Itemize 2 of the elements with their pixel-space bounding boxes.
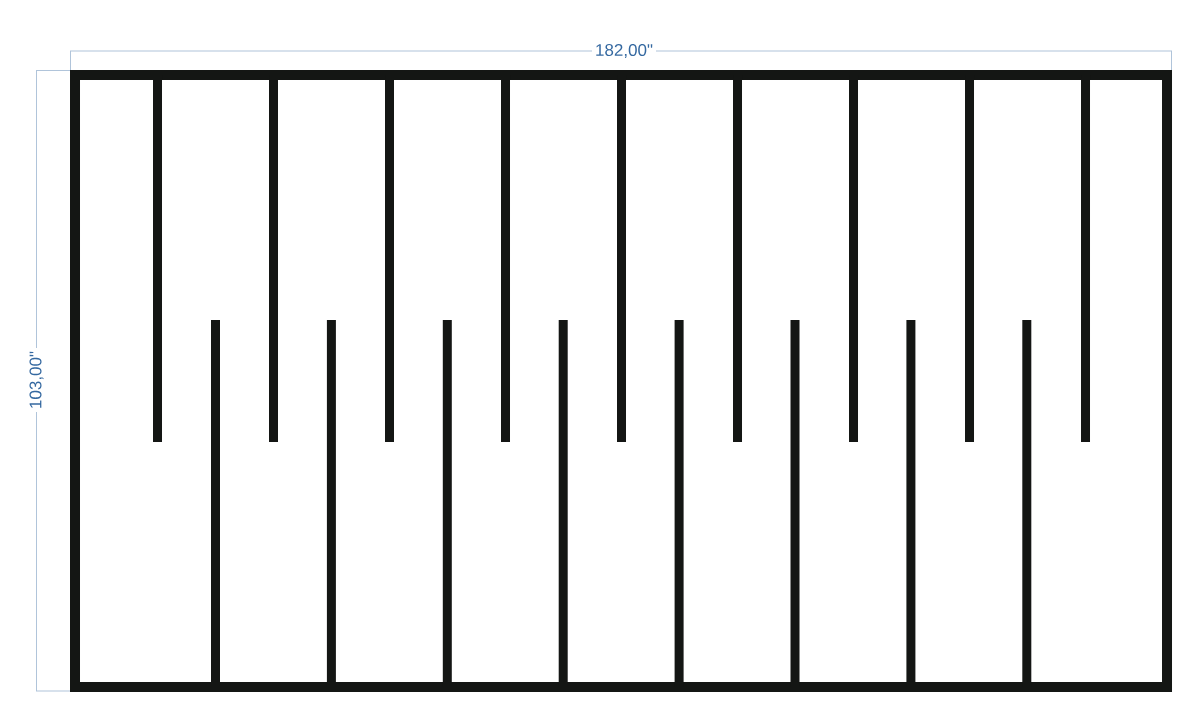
dimension-label: 182,00" xyxy=(592,41,656,62)
dimension-label: 103,00" xyxy=(26,348,47,412)
